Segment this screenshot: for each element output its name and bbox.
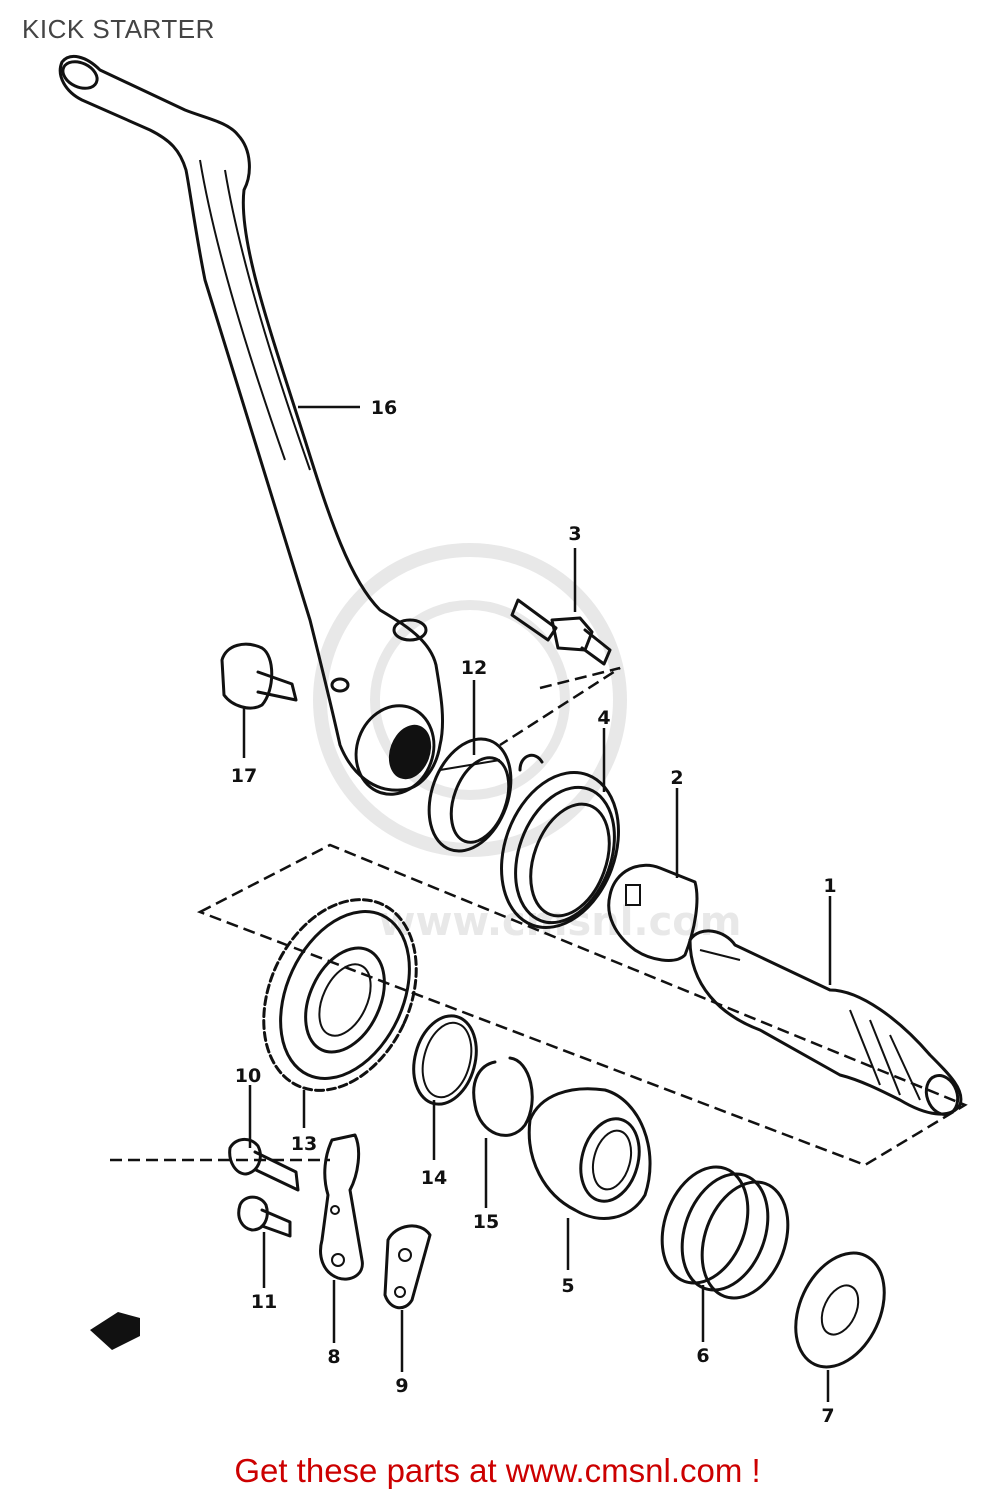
kick-starter-shaft-1-drawing bbox=[688, 929, 963, 1116]
part-label-1: 1 bbox=[823, 875, 836, 897]
part-label-4: 4 bbox=[597, 707, 610, 729]
idle-gear-13-drawing bbox=[262, 898, 418, 1092]
spring-guide-12-drawing bbox=[427, 737, 513, 853]
part-label-2: 2 bbox=[670, 767, 683, 789]
leader-lines bbox=[242, 405, 832, 1402]
washer-7-drawing bbox=[794, 1251, 886, 1369]
circlip-15-drawing bbox=[472, 1056, 534, 1137]
part-label-16: 16 bbox=[371, 397, 397, 419]
spring-6-drawing bbox=[660, 1165, 790, 1300]
page-title: KICK STARTER bbox=[22, 14, 215, 44]
front-arrow-icon bbox=[90, 1312, 140, 1350]
kick-starter-stopper-2-drawing bbox=[607, 863, 699, 962]
part-label-7: 7 bbox=[821, 1405, 834, 1427]
bolt-11-drawing bbox=[237, 1195, 292, 1238]
part-label-8: 8 bbox=[327, 1346, 340, 1368]
part-label-15: 15 bbox=[473, 1211, 499, 1233]
part-labels: 16 3 12 4 2 1 17 10 13 14 15 5 11 8 6 9 … bbox=[231, 397, 837, 1427]
part-label-17: 17 bbox=[231, 765, 257, 787]
part-label-3: 3 bbox=[568, 523, 581, 545]
part-label-14: 14 bbox=[421, 1167, 447, 1189]
bolt-17-drawing bbox=[220, 642, 298, 710]
part-label-10: 10 bbox=[235, 1065, 261, 1087]
get-parts-link[interactable]: Get these parts at www.cmsnl.com ! bbox=[234, 1452, 761, 1489]
return-spring-4-drawing bbox=[500, 753, 620, 929]
part-label-12: 12 bbox=[461, 657, 487, 679]
kick-starter-lever-drawing bbox=[58, 54, 445, 796]
assembly-line-upper bbox=[499, 666, 621, 747]
part-label-9: 9 bbox=[395, 1375, 408, 1397]
stopper-plate-9-drawing bbox=[383, 1224, 432, 1310]
part-label-13: 13 bbox=[291, 1133, 317, 1155]
guide-plate-8-drawing bbox=[319, 1133, 364, 1281]
bolt-3-drawing bbox=[510, 598, 612, 666]
part-label-11: 11 bbox=[251, 1291, 277, 1313]
bolt-10-drawing bbox=[228, 1138, 300, 1192]
ratchet-5-drawing bbox=[527, 1087, 652, 1220]
part-label-5: 5 bbox=[561, 1275, 574, 1297]
assembly-line-shaft-frame bbox=[196, 843, 968, 1167]
part-label-6: 6 bbox=[696, 1345, 709, 1367]
